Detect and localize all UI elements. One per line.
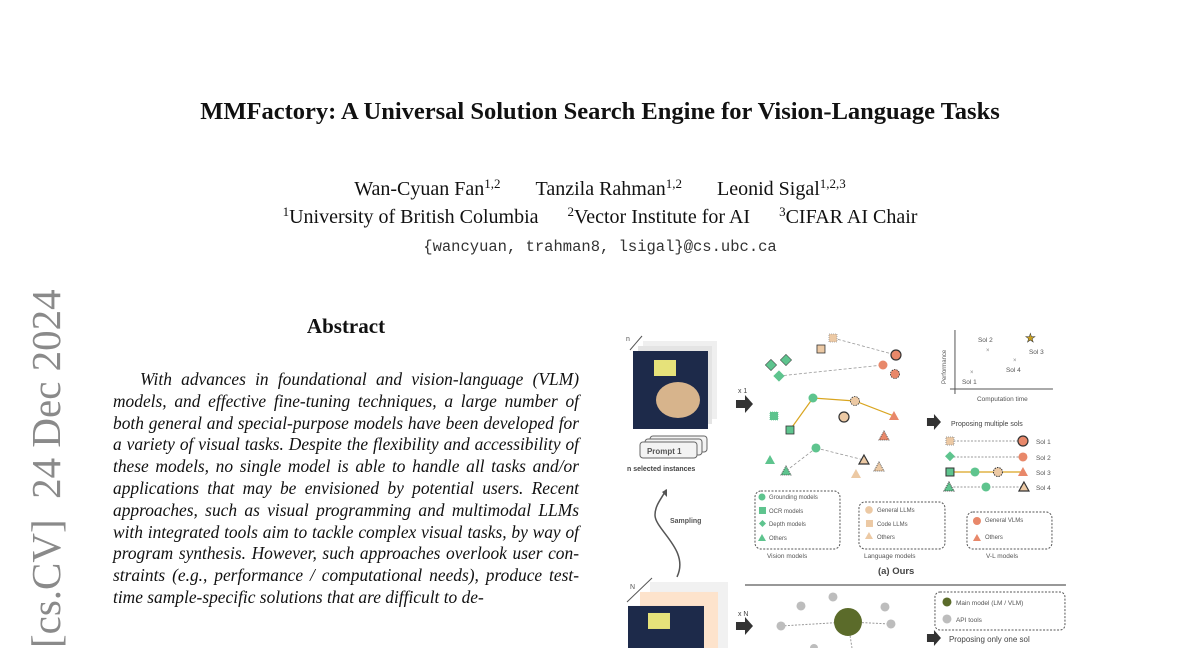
affiliation: 1University of British Columbia xyxy=(282,204,539,228)
right-arrow-icon xyxy=(926,413,941,430)
svg-text:×: × xyxy=(986,348,990,354)
perf-axis-label: Performance xyxy=(942,349,948,384)
author-name: Wan-Cyuan Fan xyxy=(354,178,485,200)
affiliation: 3CIFAR AI Chair xyxy=(779,204,918,228)
proposing-multiple-label: Proposing multiple sols xyxy=(951,421,1023,428)
legend-item: Others xyxy=(877,535,895,541)
teaser-figure: n Prompt 1 n selected instances Sampling… xyxy=(626,330,1066,648)
time-axis-label: Computation time xyxy=(977,396,1028,403)
sol-label: Sol 2 xyxy=(1036,455,1051,462)
author-emails[interactable]: {wancyuan, trahman8, lsigal}@cs.ubc.ca xyxy=(423,238,777,256)
proposing-one-label: Proposing only one sol xyxy=(949,635,1030,644)
legend-item: Grounding models xyxy=(769,495,818,501)
affil-name: CIFAR AI Chair xyxy=(785,206,918,228)
abstract-heading: Abstract xyxy=(306,314,386,338)
solution-list: Sol 1 Sol 2 Sol 3 Sol 4 xyxy=(943,435,1051,492)
legend-item: Others xyxy=(985,535,1003,541)
vl-legend: General VLMs Others V-L models xyxy=(966,511,1053,560)
vision-legend: Grounding models OCR models Depth models… xyxy=(754,490,841,560)
author-name: Leonid Sigal xyxy=(716,178,820,200)
sol-point-label: Sol 3 xyxy=(1029,349,1044,356)
right-arrow-icon xyxy=(926,629,941,646)
legend-item: Code LLMs xyxy=(877,522,908,528)
model-graph xyxy=(764,333,902,478)
svg-text:×: × xyxy=(970,370,974,376)
legend-item: Depth models xyxy=(769,522,806,528)
sampling-label: Sampling xyxy=(670,518,701,525)
abstract-body: With advances in foundational and vision… xyxy=(113,369,579,607)
affil-num: 1 xyxy=(282,204,290,219)
n-label: n xyxy=(626,336,630,343)
prompt-label: Prompt 1 xyxy=(647,447,682,456)
sol-label: Sol 1 xyxy=(1036,439,1051,446)
sol-point-label: Sol 2 xyxy=(978,337,993,344)
sol-point-label: Sol 1 xyxy=(962,379,977,386)
author-name: Tanzila Rahman xyxy=(535,178,666,200)
author: Leonid Sigal1,2,3 xyxy=(716,176,846,200)
sol-label: Sol 3 xyxy=(1036,470,1051,477)
subfigure-caption: (a) Ours xyxy=(878,566,914,577)
sampling-arrow xyxy=(654,489,681,578)
right-arrow-icon xyxy=(735,616,753,635)
author-list: Wan-Cyuan Fan1,2 Tanzila Rahman1,2 Leoni… xyxy=(0,176,1200,201)
selected-instances-label: n selected instances xyxy=(627,466,695,473)
legend-item: General LLMs xyxy=(877,508,915,514)
paper-title: MMFactory: A Universal Solution Search E… xyxy=(200,98,1000,125)
legend-item: Main model (LM / VLM) xyxy=(956,600,1023,607)
arxiv-stamp: [cs.CV] 24 Dec 2024 xyxy=(23,289,69,648)
legend-caption: Language models xyxy=(864,553,916,560)
affil-name: Vector Institute for AI xyxy=(574,206,751,228)
legend-item: API tools xyxy=(956,617,983,624)
sol-label: Sol 4 xyxy=(1036,485,1051,492)
affil-name: University of British Columbia xyxy=(289,206,539,228)
image-stack-top: n xyxy=(626,335,717,429)
x1-label: x 1 xyxy=(738,388,747,395)
image-stack-bottom: N xyxy=(626,577,728,648)
affil-num: 2 xyxy=(567,204,575,219)
star-icon: ★ xyxy=(1025,331,1036,345)
sol-point-label: Sol 4 xyxy=(1006,367,1021,374)
author-affil: 1,2 xyxy=(665,176,682,191)
affil-num: 3 xyxy=(779,204,786,219)
author: Wan-Cyuan Fan1,2 xyxy=(354,176,501,200)
author-affil: 1,2 xyxy=(484,176,501,191)
language-legend: General LLMs Code LLMs Others Language m… xyxy=(858,501,946,560)
legend-item: Others xyxy=(769,536,787,542)
affiliation-list: 1University of British Columbia 2Vector … xyxy=(0,204,1200,229)
author: Tanzila Rahman1,2 xyxy=(535,176,682,200)
author-affil: 1,2,3 xyxy=(819,176,846,191)
legend-caption: Vision models xyxy=(767,553,808,560)
legend-item: OCR models xyxy=(769,509,803,515)
affiliation: 2Vector Institute for AI xyxy=(567,204,751,228)
perf-vs-time-plot: Performance Computation time Sol 2 × ★ S… xyxy=(942,330,1053,403)
svg-text:×: × xyxy=(1013,358,1017,364)
legend-caption: V-L models xyxy=(986,553,1019,560)
legend-item: General VLMs xyxy=(985,518,1023,524)
baseline-graph xyxy=(776,592,896,648)
xN-label: x N xyxy=(738,611,748,618)
baseline-legend: Main model (LM / VLM) API tools xyxy=(934,591,1066,631)
N-label: N xyxy=(630,584,635,591)
right-arrow-icon xyxy=(735,394,753,413)
prompt-stack: Prompt 1 xyxy=(639,435,708,459)
